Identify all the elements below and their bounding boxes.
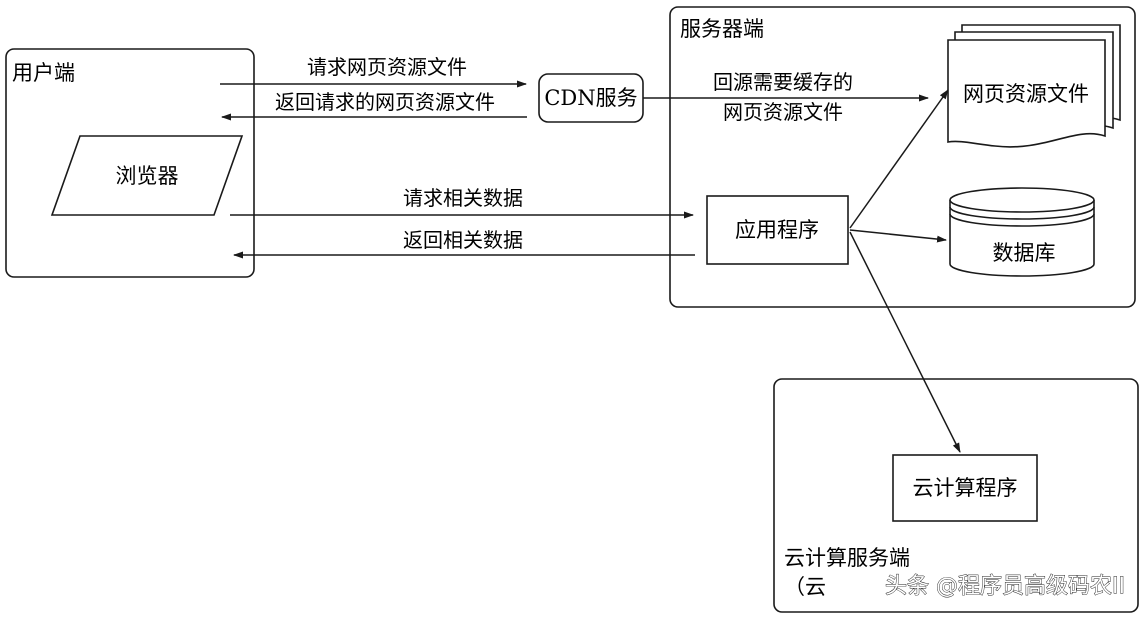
files-label: 网页资源文件 [963, 82, 1089, 106]
cdn-label: CDN服务 [544, 86, 637, 110]
edge-label-request-files: 请求网页资源文件 [307, 55, 467, 79]
client-region [5, 48, 255, 278]
edge-label-request-data: 请求相关数据 [403, 186, 523, 210]
server-region [669, 6, 1136, 308]
edge-app-to-files [849, 89, 949, 229]
edge-app-to-cloud [849, 231, 961, 453]
cloud-region-subtitle: （云 [784, 575, 826, 599]
database-node [949, 187, 1095, 277]
browser-node [50, 135, 244, 216]
edge-label-origin-fetch-2: 网页资源文件 [723, 100, 843, 124]
cloud-app-label: 云计算程序 [913, 476, 1018, 500]
cloud-app-node [892, 454, 1038, 522]
app-label: 应用程序 [735, 218, 819, 242]
cloud-region-title: 云计算服务端 [784, 546, 910, 570]
edge-label-return-files: 返回请求的网页资源文件 [275, 90, 495, 114]
edge-label-origin-fetch-1: 回源需要缓存的 [713, 70, 853, 94]
server-region-title: 服务器端 [680, 17, 764, 41]
browser-label: 浏览器 [116, 164, 179, 188]
files-node [947, 24, 1121, 148]
client-region-title: 用户端 [12, 61, 75, 85]
edge-label-return-data: 返回相关数据 [403, 228, 523, 252]
watermark: 头条 @程序员高级码农II [885, 574, 1125, 599]
database-label: 数据库 [993, 241, 1056, 265]
edge-app-to-database [849, 229, 947, 243]
app-node [706, 195, 849, 265]
cloud-region [773, 378, 1139, 613]
